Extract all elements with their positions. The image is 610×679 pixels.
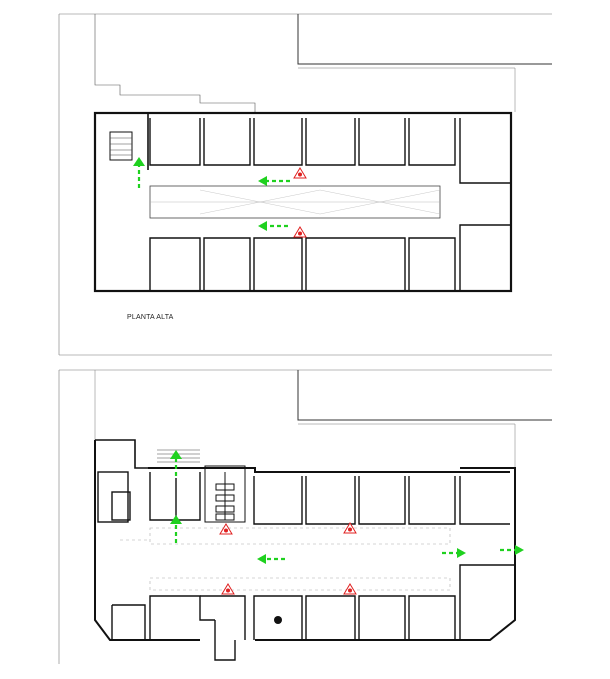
stair <box>109 131 133 161</box>
restroom-block <box>204 465 246 523</box>
evacuation-arrow-left <box>258 176 290 186</box>
central-light-well <box>149 185 441 219</box>
evacuation-arrow-left <box>258 221 288 231</box>
evacuation-arrow-up <box>170 450 182 476</box>
sheet-frame <box>58 369 552 664</box>
ground-floor-plan <box>58 369 552 664</box>
fire-extinguisher-icon <box>293 167 307 179</box>
site-outline <box>94 14 256 113</box>
top-row-rooms <box>253 476 510 525</box>
property-line <box>298 67 516 112</box>
fire-extinguisher-icon <box>343 583 357 595</box>
column-marker <box>274 616 282 624</box>
evacuation-arrow-right <box>500 545 524 555</box>
evacuation-arrow-up <box>133 157 145 188</box>
fire-extinguisher-icon <box>293 226 307 238</box>
fire-extinguisher-icon <box>221 583 235 595</box>
left-rooms <box>97 471 201 523</box>
plan-title: PLANTA ALTA <box>127 314 174 321</box>
fire-extinguisher-icon <box>219 523 233 535</box>
corridor-outline <box>120 527 451 591</box>
evacuation-arrow-left <box>257 554 285 564</box>
top-row-rooms <box>149 118 510 184</box>
upper-floor-plan <box>58 13 552 356</box>
outer-wall <box>93 111 513 293</box>
adjacent-building <box>297 370 552 421</box>
property-line <box>94 370 516 468</box>
evacuation-arrow-right <box>442 548 466 558</box>
evacuation-arrow-up <box>170 515 182 543</box>
bottom-row-rooms <box>149 224 510 290</box>
bottom-row-rooms <box>111 564 515 661</box>
outer-wall <box>94 440 516 641</box>
sheet-frame <box>58 13 552 356</box>
adjacent-building <box>297 14 552 65</box>
